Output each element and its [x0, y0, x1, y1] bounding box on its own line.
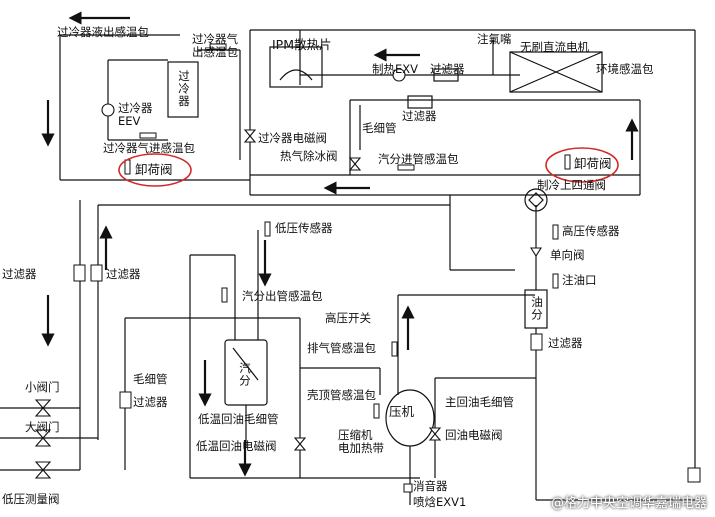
label-compressor: 压机 [389, 404, 415, 419]
label-brushless-dc-motor: 无刷直流电机 [520, 40, 589, 54]
label-subcooler-eev-2: EEV [118, 114, 141, 128]
label-compressor-heater-2: 电加热带 [338, 441, 384, 455]
highlight-unloading-valve-left [118, 153, 192, 187]
label-subcooler-eev-1: 过冷器 [118, 101, 153, 115]
label-low-pressure-test-valve: 低压测量阀 [2, 492, 60, 506]
label-subcooler-gas-out-sensor-1: 过冷器气 [192, 32, 238, 46]
label-low-pressure-sensor: 低压传感器 [275, 221, 333, 235]
label-small-valve: 小阀门 [25, 380, 60, 394]
label-big-valve: 大阀门 [25, 420, 60, 434]
label-filter-left-1: 过滤器 [2, 267, 37, 281]
label-high-pressure-switch: 高压开关 [325, 311, 371, 325]
label-subcooler-solenoid: 过冷器电磁阀 [258, 131, 327, 145]
label-oil-separator: 油分 [530, 296, 544, 321]
label-four-way-valve: 制冷上四通阀 [537, 178, 606, 192]
label-hot-gas-defrost-valve: 热气除冰阀 [280, 149, 338, 163]
label-oil-filling-port: 注油口 [562, 273, 597, 287]
label-filter-lower: 过滤器 [133, 395, 168, 409]
label-filter-middle: 过滤器 [402, 109, 437, 123]
label-filter-right: 过滤器 [548, 336, 583, 350]
label-subcooler-gas-in-sensor: 过冷器气进感温包 [103, 141, 195, 155]
label-subcooler-gas-out-sensor-2: 出感温包 [192, 45, 238, 59]
label-unloading-valve-right: 卸荷阀 [574, 156, 612, 171]
label-high-pressure-sensor: 高压传感器 [562, 224, 620, 238]
label-fluorine-nozzle: 注氟嘴 [477, 32, 512, 46]
label-injection-exv: 喷焓EXV1 [413, 495, 467, 509]
label-unloading-valve-left: 卸荷阀 [135, 162, 173, 177]
label-heating-exv: 制热EXV [372, 62, 419, 76]
label-compressor-heater-1: 压缩机 [338, 428, 373, 442]
label-discharge-sensor: 排气管感温包 [307, 341, 376, 355]
label-filter-top: 过滤器 [430, 62, 465, 76]
label-check-valve: 单向阀 [550, 248, 585, 262]
label-muffler: 消音器 [413, 479, 448, 493]
label-low-temp-oil-return-capillary: 低温回油毛细管 [198, 412, 279, 426]
label-gas-separator: 汽分 [238, 362, 252, 387]
label-subcooler-liquid-out-sensor: 过冷器液出感温包 [57, 25, 149, 39]
label-subcooler: 过冷器 [177, 70, 191, 108]
label-low-temp-oil-return-solenoid: 低温回油电磁阀 [196, 439, 277, 453]
label-filter-left-2: 过滤器 [106, 267, 141, 281]
label-gas-separator-outlet-sensor: 汽分出管感温包 [242, 289, 323, 303]
label-main-oil-return-capillary: 主回油毛细管 [445, 395, 514, 409]
label-capillary-left: 毛细管 [133, 372, 168, 386]
watermark: @格力中央空调华嘉瑞电器 [550, 496, 707, 511]
label-gas-separator-inlet-sensor: 汽分进管感温包 [378, 152, 459, 166]
label-ipm-heatsink: IPM散热片 [272, 37, 332, 52]
label-shell-top-sensor: 壳顶管感温包 [307, 388, 376, 402]
label-oil-return-solenoid: 回油电磁阀 [445, 428, 503, 442]
label-ambient-sensor: 环境感温包 [596, 62, 654, 76]
highlight-unloading-valve-right [545, 147, 619, 183]
label-capillary-top: 毛细管 [362, 121, 397, 135]
